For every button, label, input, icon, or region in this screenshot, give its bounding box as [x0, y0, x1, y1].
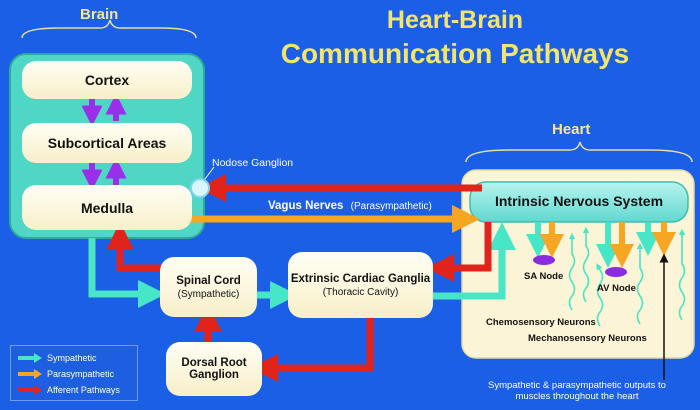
- title-line-1: Heart-Brain: [386, 6, 524, 34]
- chemosensory-neuron-2: [582, 226, 590, 303]
- mechanosensory-neuron-2: [636, 242, 644, 325]
- mechanosensory-label: Mechanosensory Neurons: [528, 333, 647, 344]
- ins-label: Intrinsic Nervous System: [494, 193, 664, 209]
- cortex-label: Cortex: [84, 72, 130, 88]
- legend-item-afferent: Afferent Pathways: [11, 382, 137, 398]
- drg-line-2: Ganglion: [189, 369, 239, 381]
- ecg-box: Extrinsic Cardiac Ganglia (Thoracic Cavi…: [288, 252, 433, 318]
- vagus-type: (Parasympathetic): [350, 201, 432, 212]
- sa-node-label: SA Node: [524, 271, 564, 282]
- chemosensory-label: Chemosensory Neurons: [486, 317, 596, 328]
- sympathetic-arrow-icon: [18, 353, 42, 363]
- heart-label: Heart: [552, 121, 591, 138]
- spinal-cord-box: Spinal Cord (Sympathetic): [160, 257, 257, 317]
- legend-label-afferent: Afferent Pathways: [47, 385, 120, 395]
- legend-label-parasympathetic: Parasympathetic: [47, 369, 115, 379]
- medulla-label: Medulla: [80, 199, 134, 216]
- afferent-arrow-icon: [18, 385, 42, 395]
- legend-item-sympathetic: Sympathetic: [11, 350, 137, 366]
- brain-brace: [21, 19, 197, 39]
- brain-label: Brain: [80, 6, 119, 23]
- legend-item-parasympathetic: Parasympathetic: [11, 366, 137, 382]
- drg-line-1: Dorsal Root: [181, 357, 247, 369]
- av-node-shape: [605, 267, 627, 277]
- sympathetic-medulla-to-spinal: [88, 238, 166, 308]
- nodose-label: Nodose Ganglion: [212, 157, 294, 169]
- ecg-label: Extrinsic Cardiac Ganglia: [290, 272, 431, 285]
- afferent-ecg-to-drg: [250, 316, 374, 382]
- av-node-label: AV Node: [597, 283, 636, 294]
- ins-bar: [469, 181, 689, 223]
- ecg-sub: (Thoracic Cavity): [322, 286, 399, 298]
- afferent-spinal-to-medulla: [106, 222, 162, 272]
- nodose-pointer: [204, 166, 215, 180]
- nodose-ganglion-shape: [190, 178, 210, 198]
- title-line-2: Communication Pathways: [280, 38, 630, 69]
- outputs-note-line-1: Sympathetic & parasympathetic outputs to: [488, 380, 666, 391]
- legend-label-sympathetic: Sympathetic: [47, 353, 97, 363]
- mechanosensory-neuron-3: [678, 228, 686, 321]
- subcortical-box: Subcortical Areas: [22, 123, 192, 163]
- cortex-box: Cortex: [22, 61, 192, 99]
- afferent-heart-to-ecg: [426, 222, 492, 282]
- outputs-note: Sympathetic & parasympathetic outputs to…: [470, 380, 684, 402]
- outputs-note-line-2: muscles throughout the heart: [515, 391, 639, 402]
- spinal-cord-label: Spinal Cord: [176, 274, 241, 287]
- subcortical-label: Subcortical Areas: [47, 135, 167, 151]
- parasympathetic-arrow-icon: [18, 369, 42, 379]
- vagus-label: Vagus Nerves (Parasympathetic): [268, 200, 432, 212]
- heart-brace: [465, 141, 693, 163]
- chemosensory-neuron-1: [568, 232, 576, 311]
- sympathetic-ecg-to-heart: [432, 222, 516, 300]
- vagus-name: Vagus Nerves: [268, 200, 344, 212]
- medulla-box: Medulla: [22, 185, 192, 230]
- drg-box: Dorsal Root Ganglion: [166, 342, 262, 396]
- mechanosensory-neuron-1: [596, 263, 604, 327]
- sa-node-shape: [533, 255, 555, 265]
- spinal-cord-sub: (Sympathetic): [177, 288, 240, 300]
- legend: Sympathetic Parasympathetic Afferent Pat…: [10, 345, 138, 401]
